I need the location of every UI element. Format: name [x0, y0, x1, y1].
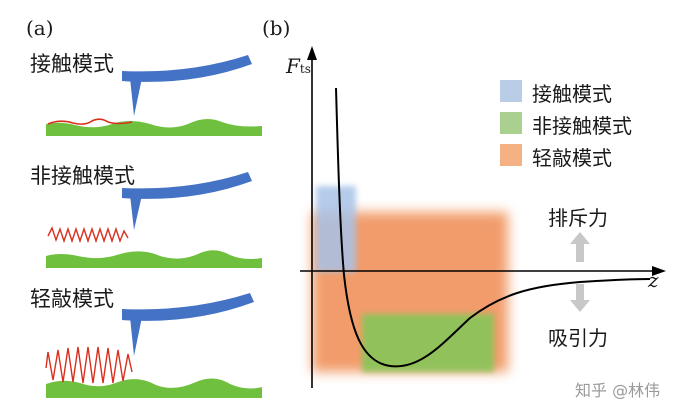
tapping-cantilever [122, 293, 254, 321]
tapping-trace [45, 346, 133, 384]
attractive-arrow-icon [570, 284, 590, 312]
y-axis-label: Fts [286, 54, 311, 78]
watermark: 知乎 @林伟 [575, 381, 661, 400]
contact-sample-surface [46, 118, 262, 136]
axes [300, 46, 666, 388]
noncontact-cantilever [122, 172, 252, 199]
mode-label-tapping: 轻敲模式 [30, 287, 114, 311]
contact-cantilever [122, 55, 252, 82]
noncontact-mode-illustration [46, 172, 262, 268]
legend-label-contact: 接触模式 [532, 82, 612, 106]
noncontact-trace [47, 226, 129, 244]
contact-region [316, 186, 356, 272]
tapping-sample-surface [46, 378, 262, 398]
noncontact-sample-surface [46, 250, 262, 268]
mode-regions [312, 186, 508, 372]
force-arrows [570, 232, 590, 312]
repulsive-force-label: 排斥力 [548, 206, 608, 230]
mode-label-noncontact: 非接触模式 [30, 164, 135, 188]
legend-label-noncontact: 非接触模式 [532, 114, 632, 138]
legend-swatch-tapping [500, 144, 522, 166]
tapping-tip [130, 317, 142, 356]
panel-a-label: (a) [26, 16, 54, 40]
contact-tip [130, 78, 142, 116]
legend-swatch-contact [500, 80, 522, 102]
panel-b-label: (b) [262, 16, 291, 40]
legend-label-tapping: 轻敲模式 [532, 146, 612, 170]
noncontact-tip [130, 195, 142, 230]
x-axis-arrowhead [652, 266, 666, 276]
tapping-mode-illustration [45, 293, 262, 398]
contact-trace [47, 118, 133, 125]
y-axis-subscript: ts [299, 62, 311, 76]
force-curve [335, 87, 651, 368]
noncontact-region [362, 314, 494, 372]
x-axis-label: z [648, 268, 659, 292]
legend-swatch-noncontact [500, 112, 522, 134]
legend-swatches [500, 80, 522, 166]
mode-label-contact: 接触模式 [30, 52, 114, 76]
contact-mode-illustration [46, 55, 262, 136]
y-axis-arrowhead [307, 46, 317, 60]
attractive-force-label: 吸引力 [548, 326, 608, 350]
repulsive-arrow-icon [570, 232, 590, 262]
y-axis-symbol: F [286, 54, 300, 78]
